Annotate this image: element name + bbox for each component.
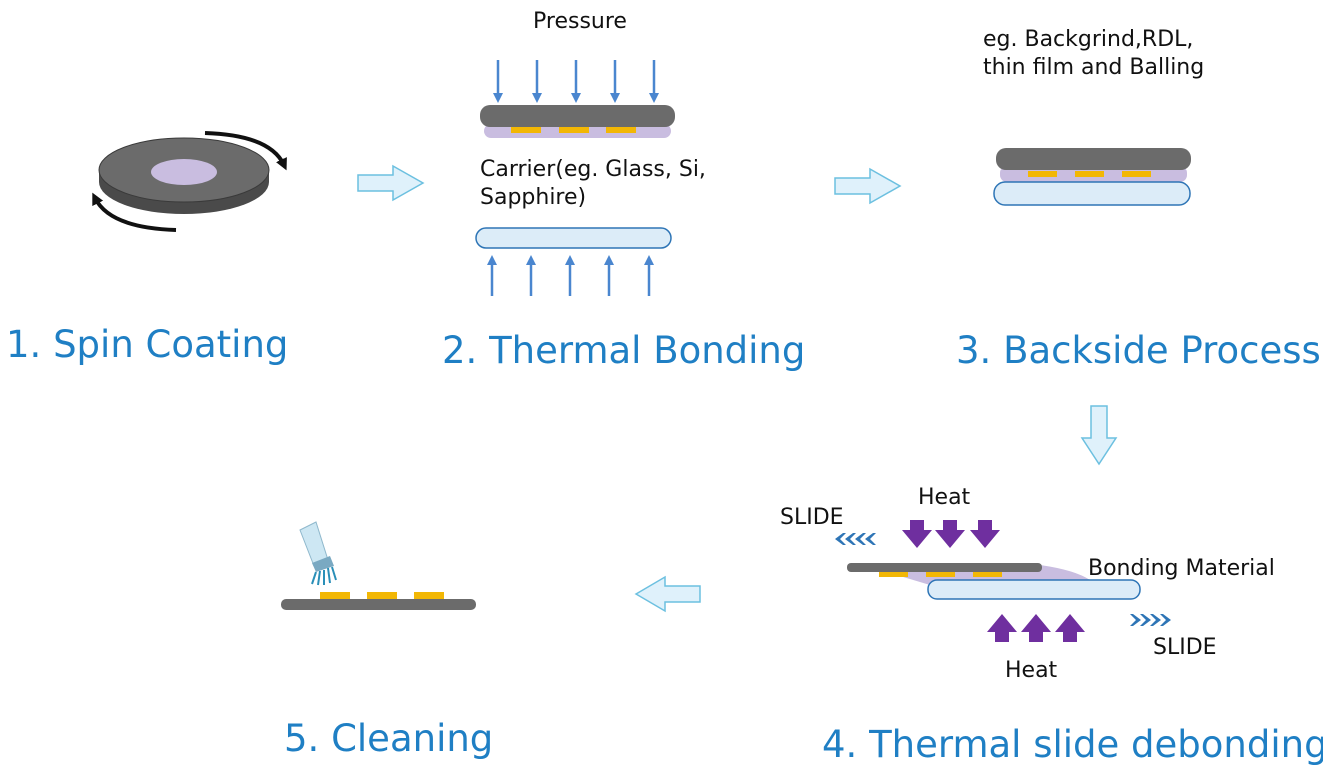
rotation-arrow-bottom-icon (92, 192, 177, 232)
heat-arrows-down (902, 520, 1000, 548)
chip (1075, 171, 1104, 177)
heat-arrows-up (987, 614, 1085, 642)
device-wafer (281, 599, 476, 610)
cleaning-spray-brush-icon (299, 521, 337, 586)
heat-bottom-label: Heat (1005, 658, 1058, 683)
flow-arrow-left-icon (634, 575, 701, 613)
spinning-wafer-icon (98, 137, 270, 214)
heat-arrow-down-icon (935, 520, 965, 548)
heat-arrow-up-icon (1055, 614, 1085, 642)
device-wafer (847, 563, 1042, 572)
device-wafer (996, 148, 1191, 170)
wafer-stack-top (480, 105, 675, 138)
rotation-arrow-top-icon (204, 131, 287, 171)
flow-arrow-right-icon (357, 164, 425, 202)
slide-left-label: SLIDE (780, 505, 844, 530)
slide-right-chevrons-icon (1130, 614, 1171, 626)
pressure-arrows-up (487, 255, 654, 296)
chip (879, 572, 908, 577)
backside-note-line2: thin film and Balling (983, 55, 1204, 80)
heat-arrow-down-icon (970, 520, 1000, 548)
chip (1028, 171, 1057, 177)
carrier-label-line2: Sapphire) (480, 185, 586, 210)
step-2-title: 2. Thermal Bonding (442, 329, 805, 372)
pressure-label: Pressure (533, 9, 627, 34)
slide-right-label: SLIDE (1153, 635, 1217, 660)
slide-left-chevrons-icon (835, 533, 876, 545)
heat-arrow-up-icon (987, 614, 1017, 642)
heat-arrow-up-icon (1021, 614, 1051, 642)
step-5-cleaning: 5. Cleaning (281, 521, 493, 760)
chip (320, 592, 350, 599)
bonding-material-label: Bonding Material (1088, 556, 1275, 581)
step-2-thermal-bonding: Pressure Carrier(eg. Glass, Si, Sapphire… (442, 9, 805, 372)
step-4-thermal-slide-debonding: Heat SLIDE Bonding Material S (780, 485, 1323, 766)
flow-arrow-down-icon (1080, 405, 1118, 466)
bonded-stack (993, 148, 1191, 206)
step-4-title: 4. Thermal slide debonding (822, 723, 1323, 766)
chip (559, 127, 589, 133)
carrier-wafer (475, 227, 672, 249)
chip (973, 572, 1002, 577)
chip (606, 127, 636, 133)
flow-arrow-right-icon (834, 167, 902, 205)
chip (414, 592, 444, 599)
step-1-title: 1. Spin Coating (6, 323, 288, 366)
carrier-wafer (993, 181, 1191, 206)
pressure-arrows-down (493, 60, 659, 103)
step-3-title: 3. Backside Process (956, 329, 1321, 372)
backside-note-line1: eg. Backgrind,RDL, (983, 27, 1193, 52)
step-1-spin-coating: 1. Spin Coating (6, 131, 288, 366)
step-5-title: 5. Cleaning (284, 717, 493, 760)
step-3-backside-process: eg. Backgrind,RDL, thin film and Balling… (956, 27, 1321, 372)
heat-arrow-down-icon (902, 520, 932, 548)
carrier-wafer (927, 579, 1141, 600)
heat-top-label: Heat (918, 485, 971, 510)
chip (926, 572, 955, 577)
coating-material (151, 159, 217, 185)
chip (511, 127, 541, 133)
chip (367, 592, 397, 599)
carrier-label-line1: Carrier(eg. Glass, Si, (480, 157, 706, 182)
debonding-stack (847, 563, 1141, 600)
chip (1122, 171, 1151, 177)
device-wafer (480, 105, 675, 127)
